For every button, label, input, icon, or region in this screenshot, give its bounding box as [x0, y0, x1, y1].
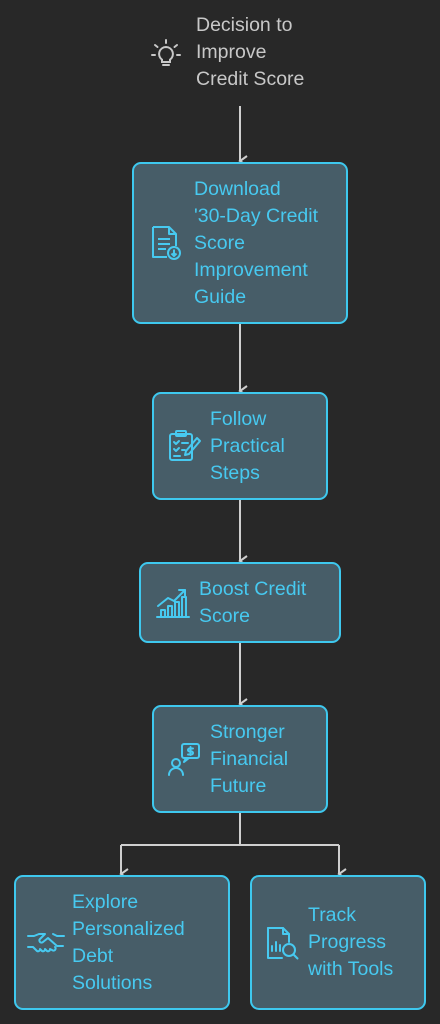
step-follow-steps: Follow Practical Steps — [152, 392, 328, 500]
step-financial-future-label: Stronger Financial Future — [210, 720, 289, 797]
checklist-icon — [158, 428, 210, 464]
branch-debt-solutions-label: Explore Personalized Debt Solutions — [72, 890, 185, 994]
lightbulb-icon — [150, 38, 182, 75]
start-label: Decision to Improve Credit Score — [196, 14, 305, 90]
financial-advice-icon — [158, 741, 210, 777]
step-financial-future: Stronger Financial Future — [152, 705, 328, 813]
growth-chart-icon — [147, 586, 199, 620]
start-node: Decision to Improve Credit Score — [150, 12, 304, 93]
step-boost-score-label: Boost Credit Score — [199, 577, 307, 627]
step-download-guide: Download '30-Day Credit Score Improvemen… — [132, 162, 348, 324]
branch-debt-solutions: Explore Personalized Debt Solutions — [14, 875, 230, 1010]
step-boost-score: Boost Credit Score — [139, 562, 341, 643]
connector-future-to-branches — [121, 813, 339, 846]
download-document-icon — [138, 224, 194, 262]
branch-track-progress: Track Progress with Tools — [250, 875, 426, 1010]
step-download-guide-label: Download '30-Day Credit Score Improvemen… — [194, 177, 319, 308]
handshake-icon — [20, 930, 72, 956]
report-search-icon — [256, 925, 308, 961]
branch-track-progress-label: Track Progress with Tools — [308, 904, 394, 980]
step-follow-steps-label: Follow Practical Steps — [210, 407, 285, 484]
